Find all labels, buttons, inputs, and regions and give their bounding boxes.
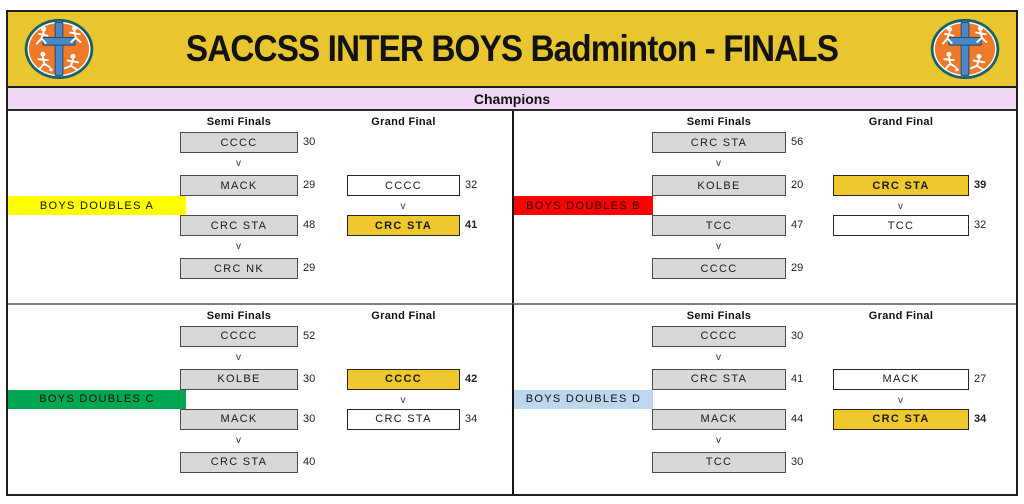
semi-team-box-1: CCCC xyxy=(180,325,298,347)
final-team-box-2: TCC xyxy=(833,215,969,236)
bracket-quadrant: Semi Finals Grand Final CCCC 52 v KOLBE … xyxy=(8,302,512,495)
bracket-quadrant: Semi Finals Grand Final CCCC 30 v MACK 2… xyxy=(8,111,512,303)
page-title: SACCSS INTER BOYS Badminton - FINALS xyxy=(185,28,839,69)
final-score-1: 27 xyxy=(974,372,987,385)
semi-score-2: 29 xyxy=(303,179,316,191)
final-team-box-2: CRC STA xyxy=(347,408,460,430)
versus-label: v xyxy=(716,351,722,363)
semi-score-4: 29 xyxy=(791,262,804,274)
semi-score-4: 30 xyxy=(791,455,804,468)
semi-team-box-3: MACK xyxy=(652,408,786,430)
bracket-quadrant: Semi Finals Grand Final CCCC 30 v CRC ST… xyxy=(512,302,1016,494)
bracket-label: BOYS DOUBLES C xyxy=(8,389,186,409)
bracket-grid: Semi Finals Grand Final CCCC 30 v MACK 2… xyxy=(8,111,1016,494)
semi-team-box-1: CRC STA xyxy=(652,132,786,153)
final-score-2: 41 xyxy=(465,219,478,231)
grand-final-header: Grand Final xyxy=(868,309,934,322)
versus-label: v xyxy=(898,394,904,406)
semi-score-1: 30 xyxy=(303,136,316,148)
bracket-label: BOYS DOUBLES A xyxy=(8,196,186,215)
semi-team-box-2: KOLBE xyxy=(652,175,786,196)
semi-team-box-1: CCCC xyxy=(180,132,298,153)
header: SACCSS INTER BOYS Badminton - FINALS xyxy=(8,12,1016,88)
semi-score-3: 48 xyxy=(303,219,316,231)
final-score-2: 34 xyxy=(974,412,987,425)
final-team-box-1: CRC STA xyxy=(833,175,969,196)
semi-team-box-1: CCCC xyxy=(652,325,786,347)
versus-label: v xyxy=(898,201,904,212)
semi-score-1: 52 xyxy=(303,329,316,342)
final-score-2: 32 xyxy=(974,219,987,231)
semi-team-box-2: CRC STA xyxy=(652,368,786,390)
semi-team-box-2: KOLBE xyxy=(180,368,298,390)
semi-finals-header: Semi Finals xyxy=(206,309,272,322)
versus-label: v xyxy=(400,201,407,212)
saccss-logo-right xyxy=(930,18,1000,80)
versus-label: v xyxy=(236,434,242,446)
final-score-2: 34 xyxy=(465,412,478,425)
versus-label: v xyxy=(400,394,407,406)
final-score-1: 32 xyxy=(465,179,478,191)
saccss-logo-left xyxy=(24,18,94,80)
champions-banner-label: Champions xyxy=(473,90,551,107)
semi-finals-header: Semi Finals xyxy=(686,116,752,128)
bracket-label: BOYS DOUBLES B xyxy=(514,196,653,215)
semi-finals-header: Semi Finals xyxy=(686,309,752,322)
semi-score-3: 30 xyxy=(303,412,316,425)
semi-score-2: 30 xyxy=(303,372,316,385)
semi-team-box-4: TCC xyxy=(652,451,786,473)
semi-score-3: 47 xyxy=(791,219,804,231)
versus-label: v xyxy=(716,434,722,446)
semi-score-1: 56 xyxy=(791,136,804,148)
versus-label: v xyxy=(716,158,722,169)
versus-label: v xyxy=(716,241,722,252)
grand-final-header: Grand Final xyxy=(371,309,436,322)
final-team-box-1: CCCC xyxy=(347,368,460,390)
semi-finals-header: Semi Finals xyxy=(206,116,272,128)
grand-final-header: Grand Final xyxy=(371,116,436,128)
versus-label: v xyxy=(236,241,242,252)
bracket-quadrant: Semi Finals Grand Final CRC STA 56 v KOL… xyxy=(512,111,1016,303)
versus-label: v xyxy=(236,158,242,169)
semi-team-box-2: MACK xyxy=(180,175,298,196)
final-team-box-1: CCCC xyxy=(347,175,460,196)
semi-team-box-3: CRC STA xyxy=(180,215,298,236)
semi-score-2: 20 xyxy=(791,179,804,191)
semi-team-box-3: MACK xyxy=(180,408,298,430)
semi-team-box-4: CRC STA xyxy=(180,451,298,473)
semi-score-1: 30 xyxy=(791,329,804,342)
semi-score-4: 40 xyxy=(303,455,316,468)
champions-banner: Champions xyxy=(8,88,1016,111)
semi-score-3: 44 xyxy=(791,412,804,425)
semi-team-box-4: CCCC xyxy=(652,258,786,279)
final-team-box-1: MACK xyxy=(833,368,969,390)
semi-score-4: 29 xyxy=(303,262,316,274)
semi-score-2: 41 xyxy=(791,372,804,385)
final-team-box-2: CRC STA xyxy=(833,408,969,430)
semi-team-box-4: CRC NK xyxy=(180,258,298,279)
final-score-1: 39 xyxy=(974,179,987,191)
sheet-frame: SACCSS INTER BOYS Badminton - FINALS xyxy=(6,10,1018,496)
semi-team-box-3: TCC xyxy=(652,215,786,236)
bracket-label: BOYS DOUBLES D xyxy=(514,389,653,409)
grand-final-header: Grand Final xyxy=(868,116,934,128)
final-team-box-2: CRC STA xyxy=(347,215,460,236)
final-score-1: 42 xyxy=(465,372,478,385)
versus-label: v xyxy=(236,351,242,363)
